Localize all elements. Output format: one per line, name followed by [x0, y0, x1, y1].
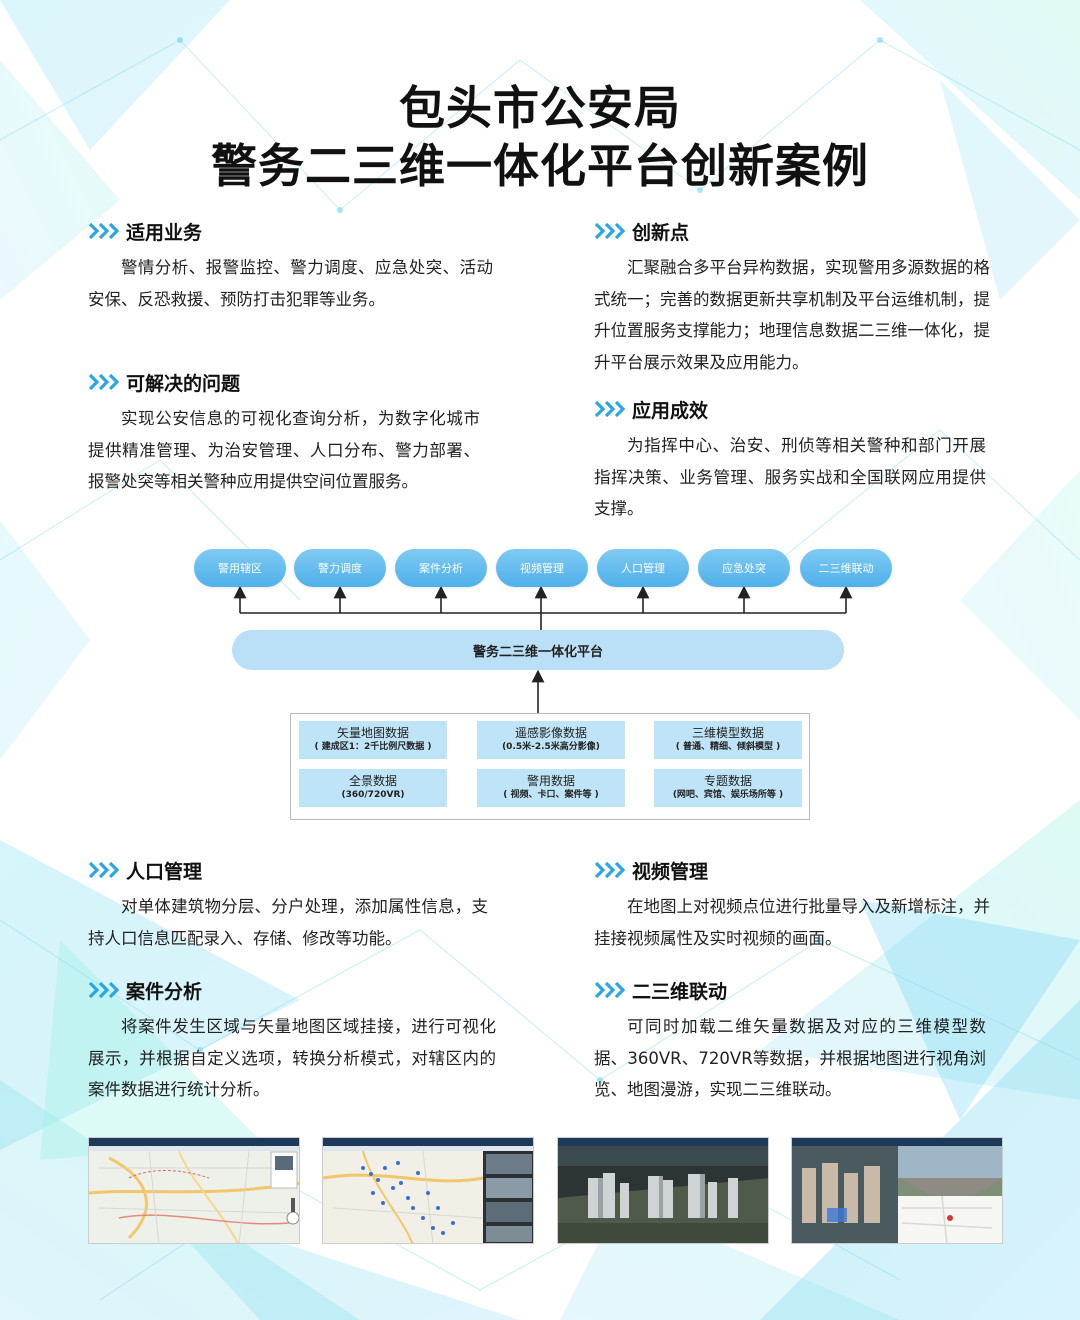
data-source-name: 全景数据 — [348, 774, 397, 788]
chevron-right-icon — [594, 861, 626, 879]
module-police-district: 警用辖区 — [194, 549, 286, 587]
data-source-name: 矢量地图数据 — [336, 726, 409, 740]
data-sources-frame: 矢量地图数据 ( 建成区1：2千比例尺数据 ) 遥感影像数据 (0.5米-2.5… — [290, 713, 810, 820]
module-population-management: 人口管理 — [597, 549, 689, 587]
section-body: 汇聚融合多平台异构数据，实现警用多源数据的格式统一；完善的数据更新共享机制及平台… — [594, 258, 990, 372]
data-source-3d-model: 三维模型数据 ( 普通、精细、倾斜模型 ) — [654, 721, 802, 759]
screenshot-3d-city — [557, 1137, 769, 1244]
video-map-image — [323, 1138, 533, 1243]
chevron-right-icon — [594, 400, 626, 418]
data-source-remote-imagery: 遥感影像数据 (0.5米-2.5米高分影像) — [477, 721, 625, 759]
section-heading: 案件分析 — [126, 980, 203, 1003]
section-body: 警情分析、报警监控、警力调度、应急处突、活动安保、反恐救援、预防打击犯罪等业务。 — [88, 258, 493, 309]
chevron-right-icon — [88, 373, 120, 391]
section-linkage: 二三维联动 可同时加载二维矢量数据及对应的三维模型数据、360VR、720VR等… — [594, 975, 986, 1106]
data-source-detail: ( 视频、卡口、案件等 ) — [503, 790, 599, 800]
section-video: 视频管理 在地图上对视频点位进行批量导入及新增标注，并挂接视频属性及实时视频的画… — [594, 855, 990, 954]
data-source-thematic: 专题数据 (网吧、宾馆、娱乐场所等 ) — [654, 769, 802, 807]
data-source-detail: (360/720VR) — [341, 790, 405, 800]
chevron-right-icon — [88, 222, 120, 240]
data-source-detail: (网吧、宾馆、娱乐场所等 ) — [672, 790, 784, 800]
section-body: 在地图上对视频点位进行批量导入及新增标注，并挂接视频属性及实时视频的画面。 — [594, 897, 990, 948]
section-applicable: 适用业务 警情分析、报警监控、警力调度、应急处突、活动安保、反恐救援、预防打击犯… — [88, 216, 493, 315]
vector-map-image — [89, 1138, 299, 1243]
section-heading: 创新点 — [632, 221, 690, 244]
data-source-detail: (0.5米-2.5米高分影像) — [502, 742, 600, 752]
section-heading: 二三维联动 — [632, 980, 728, 1003]
section-heading: 适用业务 — [126, 221, 203, 244]
screenshot-linkage-view — [791, 1137, 1003, 1244]
module-force-dispatch: 警力调度 — [294, 549, 386, 587]
section-body: 为指挥中心、治安、刑侦等相关警种和部门开展指挥决策、业务管理、服务实战和全国联网… — [594, 436, 986, 518]
section-body: 可同时加载二维矢量数据及对应的三维模型数据、360VR、720VR等数据，并根据… — [594, 1017, 986, 1099]
section-heading: 可解决的问题 — [126, 372, 241, 395]
screenshot-video-map — [322, 1137, 534, 1244]
screenshot-vector-map — [88, 1137, 300, 1244]
section-body: 实现公安信息的可视化查询分析，为数字化城市提供精准管理、为治安管理、人口分布、警… — [88, 409, 480, 491]
module-case-analysis: 案件分析 — [395, 549, 487, 587]
title-line-2: 警务二三维一体化平台创新案例 — [211, 139, 869, 193]
data-source-detail: ( 建成区1：2千比例尺数据 ) — [314, 742, 432, 752]
section-problems: 可解决的问题 实现公安信息的可视化查询分析，为数字化城市提供精准管理、为治安管理… — [88, 367, 480, 498]
data-source-police-data: 警用数据 ( 视频、卡口、案件等 ) — [477, 769, 625, 807]
data-source-name: 三维模型数据 — [691, 726, 764, 740]
section-body: 将案件发生区域与矢量地图区域挂接，进行可视化展示，并根据自定义选项，转换分析模式… — [88, 1017, 496, 1099]
section-results: 应用成效 为指挥中心、治安、刑侦等相关警种和部门开展指挥决策、业务管理、服务实战… — [594, 394, 986, 525]
section-innovation: 创新点 汇聚融合多平台异构数据，实现警用多源数据的格式统一；完善的数据更新共享机… — [594, 216, 990, 378]
chevron-right-icon — [88, 861, 120, 879]
chevron-right-icon — [88, 981, 120, 999]
title-line-1: 包头市公安局 — [399, 81, 681, 135]
section-heading: 人口管理 — [126, 860, 203, 883]
module-video-management: 视频管理 — [496, 549, 588, 587]
data-source-name: 专题数据 — [703, 774, 752, 788]
section-heading: 视频管理 — [632, 860, 709, 883]
data-source-name: 遥感影像数据 — [514, 726, 587, 740]
data-source-detail: ( 普通、精细、倾斜模型 ) — [675, 742, 781, 752]
section-body: 对单体建筑物分层、分户处理，添加属性信息，支持人口信息匹配录入、存储、修改等功能… — [88, 897, 488, 948]
chevron-right-icon — [594, 222, 626, 240]
chevron-right-icon — [594, 981, 626, 999]
3d-city-image — [558, 1138, 768, 1243]
section-cases: 案件分析 将案件发生区域与矢量地图区域挂接，进行可视化展示，并根据自定义选项，转… — [88, 975, 496, 1106]
data-source-name: 警用数据 — [526, 774, 575, 788]
platform-bar: 警务二三维一体化平台 — [232, 630, 844, 670]
data-source-panorama: 全景数据 (360/720VR) — [299, 769, 447, 807]
linkage-view-image — [792, 1138, 1002, 1243]
data-source-vector-map: 矢量地图数据 ( 建成区1：2千比例尺数据 ) — [299, 721, 447, 759]
section-heading: 应用成效 — [632, 399, 709, 422]
module-emergency-response: 应急处突 — [698, 549, 790, 587]
section-population: 人口管理 对单体建筑物分层、分户处理，添加属性信息，支持人口信息匹配录入、存储、… — [88, 855, 488, 954]
module-2d-3d-linkage: 二三维联动 — [800, 549, 892, 587]
